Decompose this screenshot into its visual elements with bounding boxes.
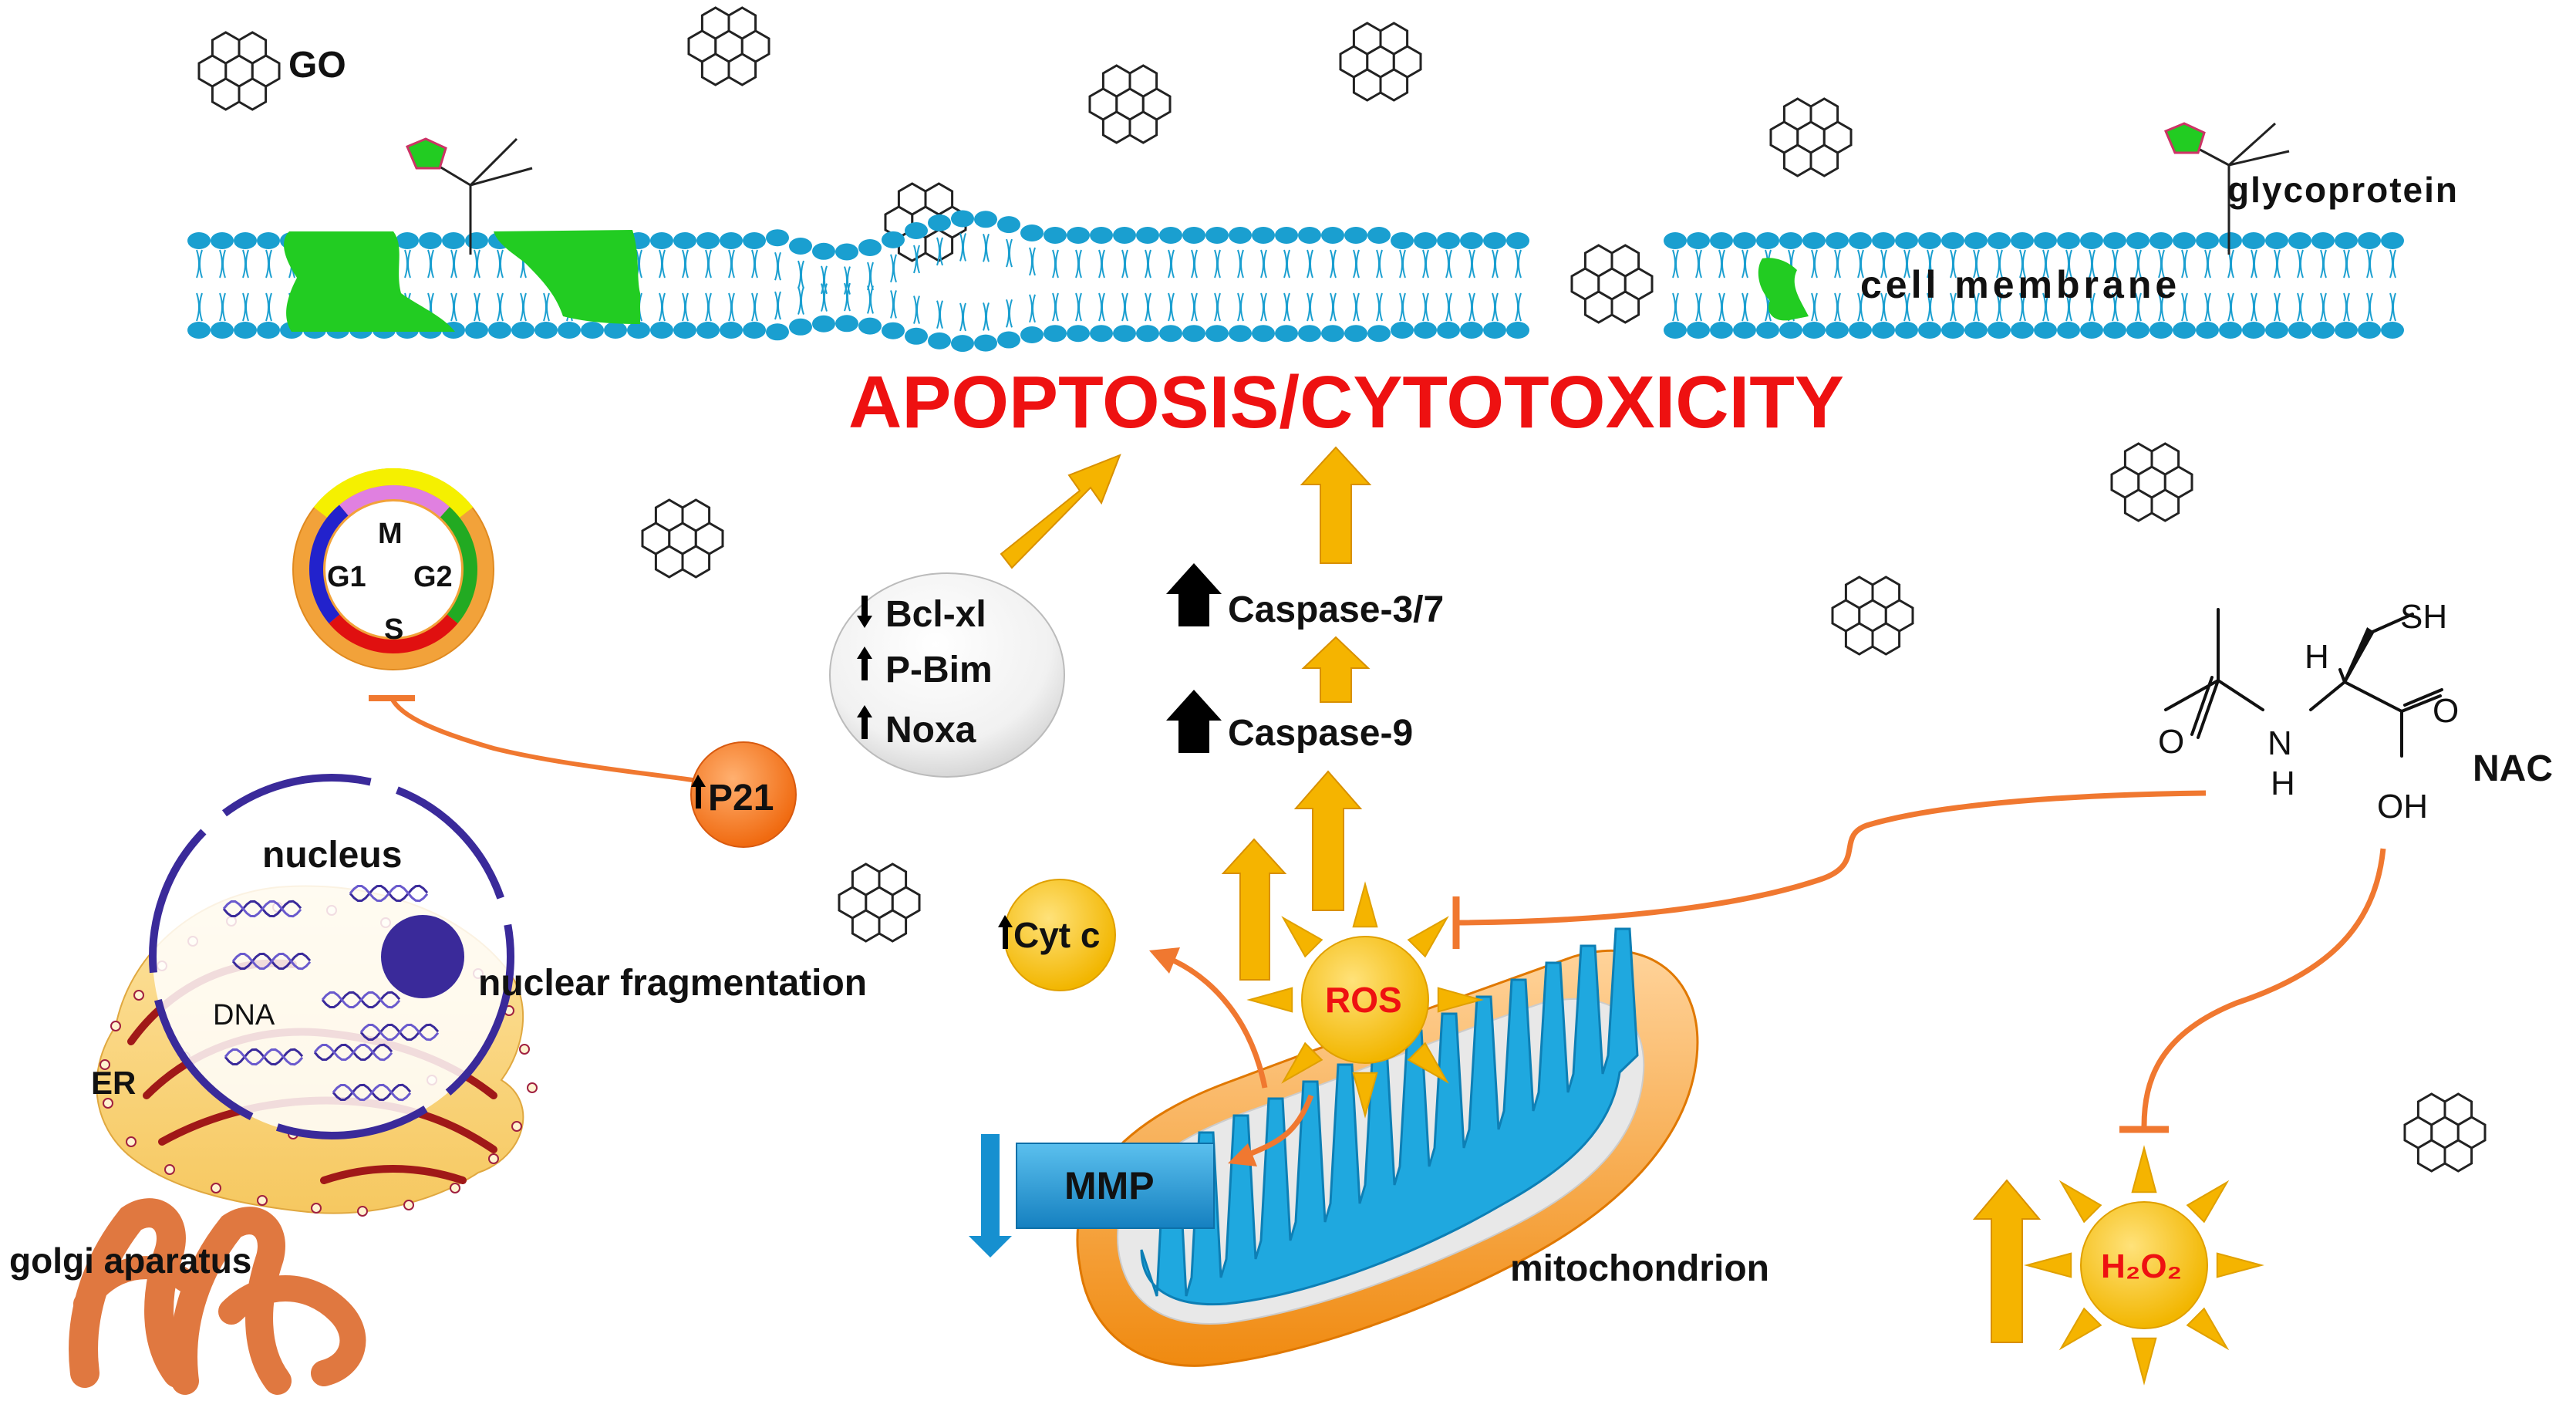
graphene-oxide-icon: [838, 863, 921, 943]
mitochondrion: [1076, 927, 1699, 1367]
nac-oh: OH: [2377, 788, 2428, 825]
dna-helix-icon: [349, 884, 429, 903]
nac-h-top: H: [2305, 638, 2329, 676]
dna-helix-icon: [224, 1048, 304, 1066]
cell-cycle-ring: [292, 468, 494, 670]
ros-sun: ROS: [1246, 881, 1484, 1119]
caspase37-group: Caspase-3/7: [1166, 563, 1444, 630]
arrow-bcl-to-apoptosis: [1000, 454, 1121, 569]
up-arrow-icon: [1166, 690, 1222, 753]
nac-o-left: O: [2158, 723, 2184, 761]
down-arrow-icon: [857, 596, 872, 628]
bcl2-family-ellipse: Bcl-xl P-Bim Noxa: [829, 572, 1065, 778]
nac-inhibition-to-h2o2: [2141, 848, 2386, 1127]
up-arrow-icon: [998, 915, 1013, 949]
cyt-c-badge: Cyt c: [998, 879, 1116, 991]
graphene-oxide-icon: [687, 6, 770, 86]
caspase37-label: Caspase-3/7: [1228, 589, 1444, 630]
h2o2-rays: [2024, 1145, 2264, 1386]
p21-label: P21: [708, 778, 774, 819]
membrane-protein: [1758, 258, 1809, 321]
mmp-label: MMP: [1064, 1164, 1155, 1207]
graphene-oxide-icon: [1570, 244, 1654, 324]
arrow-caspase9-to-caspase37: [1301, 636, 1371, 703]
cell-cycle-g1-label: G1: [327, 561, 366, 593]
glycoprotein-label: glycoprotein: [2227, 170, 2459, 210]
glycoprotein-left: [406, 137, 533, 255]
glycoprotein-right: [2164, 122, 2290, 255]
caspase9-label: Caspase-9: [1228, 713, 1413, 754]
dna-helix-icon: [222, 900, 302, 918]
dna-label: DNA: [213, 999, 275, 1031]
nucleus-label: nucleus: [262, 835, 402, 876]
ros-rays: [1246, 881, 1484, 1119]
cell-membrane-label: cell membrane: [1860, 263, 2180, 306]
graphene-oxide-icon: [641, 498, 724, 579]
nac-label: NAC: [2473, 748, 2553, 789]
dna-helix-icon: [313, 1043, 393, 1062]
go-label: GO: [288, 45, 346, 86]
golgi-apparatus: [69, 1198, 366, 1395]
graphene-oxide-icon: [197, 31, 281, 111]
arrow-head: [1228, 1143, 1257, 1166]
dna-helix-icon: [321, 991, 401, 1009]
down-arrow-icon: [969, 1134, 1012, 1258]
nuclear-fragmentation-label: nuclear fragmentation: [478, 963, 867, 1004]
noxa-label: Noxa: [885, 710, 976, 751]
up-arrow-icon: [691, 775, 706, 809]
arrow-head: [1149, 947, 1180, 974]
dna-helix-icon: [231, 952, 312, 971]
mitochondrion-label: mitochondrion: [1510, 1248, 1769, 1289]
dna-helix-icon: [359, 1023, 440, 1041]
mmp-box: [1016, 1143, 1215, 1229]
nuclear-fragment: [381, 915, 464, 998]
graphene-oxide-icon: [1088, 64, 1172, 144]
up-arrow-icon: [857, 705, 872, 739]
dna-helix-icon: [332, 1083, 412, 1102]
nac-n: N: [2267, 724, 2292, 762]
p21-inhibition-line: [389, 697, 699, 783]
membrane-protein: [494, 230, 640, 324]
golgi-label: golgi aparatus: [9, 1241, 251, 1281]
nac-o-right: O: [2433, 692, 2459, 730]
arrow-mito-to-cyt-c: [1163, 954, 1268, 1089]
graphene-oxide-icon: [1339, 22, 1422, 102]
dna-strands: [222, 884, 440, 1102]
ros-label: ROS: [1325, 980, 1402, 1020]
graphene-oxide-icon: [1831, 576, 1914, 656]
nac-inhibition-to-ros: [1457, 790, 2207, 926]
nac-h-n: H: [2271, 765, 2295, 802]
graphene-oxide-icon: [1769, 97, 1853, 177]
membrane-proteins: [284, 230, 1809, 332]
arrow-caspase37-to-apoptosis: [1300, 446, 1372, 564]
arrow-ros-to-caspase9: [1293, 770, 1363, 911]
arrow-h2o2-up: [1972, 1179, 2042, 1343]
cell-cycle-s-label: S: [384, 613, 403, 646]
bcl-xl-label: Bcl-xl: [885, 594, 986, 635]
er-label: ER: [91, 1065, 136, 1101]
p-bim-label: P-Bim: [885, 650, 993, 690]
nac-structure: [2164, 608, 2443, 758]
h2o2-sun: H₂O₂: [2024, 1145, 2264, 1386]
up-arrow-icon: [857, 646, 872, 680]
p21-badge: P21: [690, 741, 797, 848]
nucleus: [149, 774, 514, 1139]
apoptosis-title: APOPTOSIS/CYTOTOXICITY: [848, 361, 1844, 444]
arrow-ros-up-left: [1221, 838, 1287, 981]
graphene-oxide-flakes: [197, 6, 2487, 1173]
nac-sh: SH: [2400, 598, 2447, 636]
cell-cycle-g2-label: G2: [413, 561, 453, 593]
graphene-oxide-icon: [2110, 442, 2193, 522]
cyt-c-label: Cyt c: [1013, 915, 1100, 955]
arrow-ros-to-mmp: [1240, 1094, 1314, 1160]
h2o2-label: H₂O₂: [2101, 1247, 2182, 1285]
membrane-protein: [284, 231, 455, 332]
up-arrow-icon: [1166, 563, 1222, 626]
mmp-group: MMP: [969, 1134, 1215, 1258]
caspase9-group: Caspase-9: [1166, 690, 1413, 754]
graphene-oxide-icon: [2403, 1092, 2487, 1173]
cell-cycle-m-label: M: [378, 518, 403, 550]
